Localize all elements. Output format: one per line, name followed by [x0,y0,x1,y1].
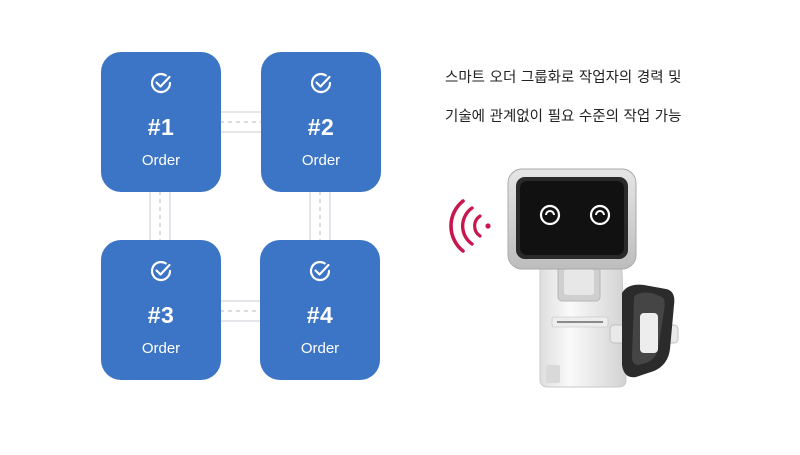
connector-2-4 [309,191,331,241]
order-card-4: #4 Order [260,240,380,380]
order-number: #2 [307,114,335,140]
order-card-3: #3 Order [101,240,221,380]
order-card-1: #1 Order [101,52,221,192]
check-circle-icon [150,260,172,282]
check-circle-icon [150,72,172,94]
order-number: #1 [147,114,175,140]
robot-illustration [507,168,679,388]
check-circle-icon [310,72,332,94]
order-label: Order [141,340,181,357]
description-line-2: 기술에 관계없이 필요 수준의 작업 가능 [445,109,682,125]
description-line-1: 스마트 오더 그룹화로 작업자의 경력 및 [445,70,682,86]
connector-3-4 [220,300,262,322]
order-label: Order [300,340,340,357]
check-circle-icon [309,260,331,282]
connector-1-3 [149,191,171,241]
order-label: Order [301,152,341,169]
connector-1-2 [220,111,262,133]
order-number: #4 [306,302,334,328]
order-card-2: #2 Order [261,52,381,192]
wireless-signal-icon [449,199,491,253]
order-number: #3 [147,302,175,328]
order-label: Order [141,152,181,169]
